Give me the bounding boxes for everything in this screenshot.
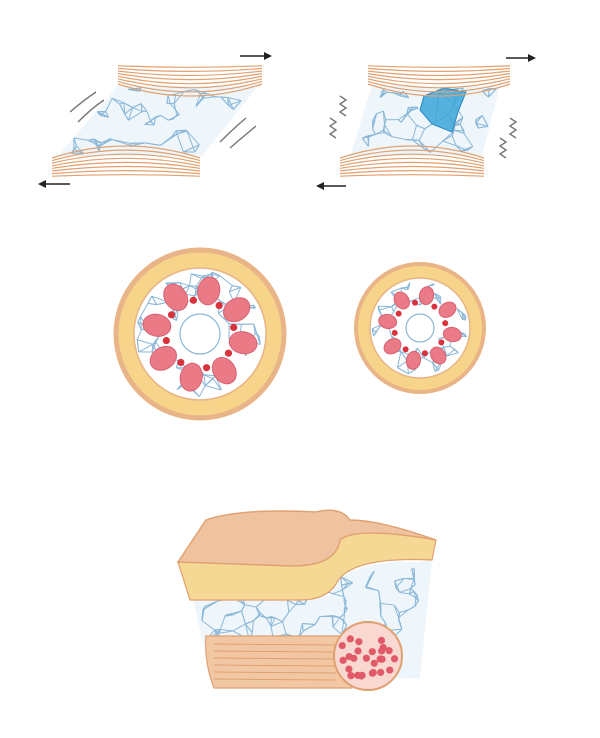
tissue-block — [176, 509, 437, 691]
muscle-fiber — [379, 643, 387, 652]
red-dot — [215, 301, 223, 310]
muscle-fiber — [338, 641, 346, 650]
red-dot — [230, 323, 238, 332]
cell-ring — [378, 286, 462, 370]
cell-blob — [430, 346, 447, 365]
muscle-fiber — [339, 656, 347, 664]
red-dot — [431, 303, 438, 310]
skin-layer — [176, 509, 437, 567]
central-lumen — [405, 313, 435, 343]
red-dot — [189, 296, 198, 304]
muscle-fiber — [354, 647, 362, 655]
cell-blob — [442, 326, 462, 343]
red-dot — [438, 339, 445, 346]
shear-panel-left — [38, 52, 272, 188]
cell-blob — [211, 357, 237, 385]
motion-lines-icon — [69, 91, 257, 149]
arrow-left-icon — [316, 182, 346, 190]
muscle-fiber — [345, 665, 353, 673]
muscle-fiber-lines — [213, 643, 337, 681]
cell-blob — [149, 345, 177, 371]
cell-blob — [418, 286, 435, 306]
red-dot — [391, 329, 398, 336]
cell-blob — [393, 291, 410, 310]
bottom-tendon-lines — [51, 145, 201, 177]
cell-blob — [142, 313, 172, 337]
muscle-fiber — [354, 671, 362, 679]
top-tendon-lines — [117, 65, 263, 97]
red-dot — [421, 350, 428, 357]
cell-blob — [378, 313, 398, 330]
muscle-fibers — [338, 635, 399, 680]
muscle-fiber — [347, 672, 355, 680]
red-dot — [202, 364, 211, 372]
cell-blob — [438, 301, 457, 318]
muscle-fiber — [385, 647, 393, 655]
cell-blob — [197, 276, 221, 306]
arrow-left-icon — [38, 180, 70, 188]
cell-blob — [405, 350, 422, 370]
mesh-fill — [350, 86, 500, 156]
top-tendon-lines — [367, 65, 511, 97]
arrow-right-icon — [506, 54, 536, 62]
muscle-fiber — [345, 652, 353, 661]
muscle-fiber — [370, 659, 378, 667]
cross-section-large — [113, 247, 287, 421]
cell-blob — [228, 331, 258, 355]
red-dot — [224, 349, 233, 357]
connective-mesh — [71, 87, 242, 154]
cell-blob — [179, 362, 203, 392]
cell-blob — [383, 338, 402, 355]
red-dot — [442, 320, 449, 327]
red-dot — [177, 358, 185, 367]
muscle-fiber — [377, 668, 385, 676]
muscle-fiber — [368, 648, 376, 656]
arrow-right-icon — [240, 52, 272, 60]
cross-section-small — [354, 262, 486, 394]
muscle-fiber — [346, 635, 354, 643]
muscle-layer — [205, 635, 353, 689]
red-dot — [162, 336, 170, 345]
muscle-fiber — [355, 638, 363, 646]
wavy-lines-icon — [328, 95, 518, 159]
muscle-fiber — [377, 636, 386, 644]
red-dot — [412, 299, 419, 306]
red-dot — [167, 311, 176, 319]
muscle-fiber — [378, 655, 386, 663]
muscle-fiber — [386, 666, 394, 674]
muscle-fiber — [390, 655, 399, 663]
cell-blob — [163, 283, 189, 311]
muscle-fiber — [362, 654, 370, 662]
damage-highlight-icon — [419, 87, 467, 133]
cell-ring — [142, 276, 258, 392]
shear-panel-right — [316, 54, 536, 190]
red-dot — [402, 346, 409, 353]
muscle-fiber — [368, 669, 377, 677]
cell-blob — [223, 297, 251, 323]
red-dot — [395, 310, 402, 317]
bottom-tendon-lines — [339, 145, 485, 177]
central-lumen — [179, 313, 221, 355]
mesh-fill — [58, 86, 258, 156]
